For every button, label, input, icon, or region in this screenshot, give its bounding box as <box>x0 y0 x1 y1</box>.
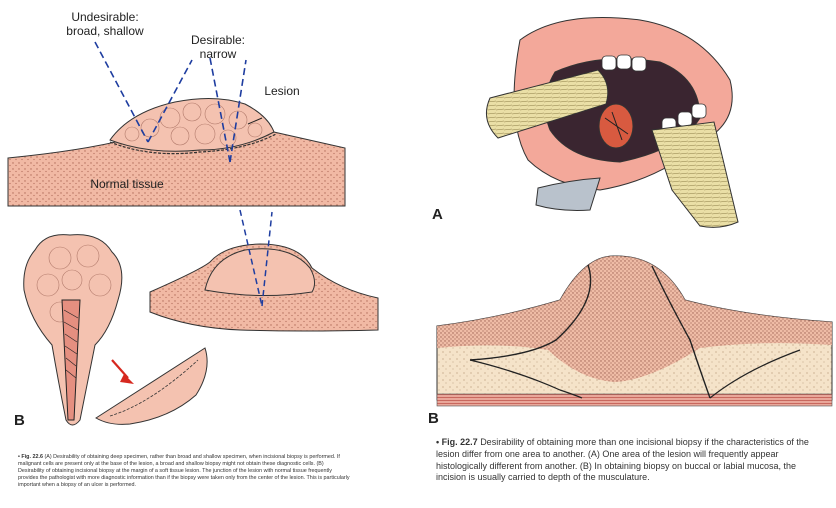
label-desirable: Desirable: narrow <box>190 33 246 61</box>
fig-22-6b-diagram <box>23 209 379 426</box>
fig-22-6-panel-b-letter: B <box>14 412 25 429</box>
fig-22-6-caption-text: (A) Desirability of obtaining deep speci… <box>18 454 350 489</box>
fig-22-7-panel-b-letter: B <box>428 410 439 427</box>
fig-22-6a-diagram <box>7 41 346 207</box>
fig-22-6-caption-number: • Fig. 22.6 <box>18 454 43 460</box>
fig-22-7b-diagram <box>436 255 833 407</box>
fig-22-7-panel-a-letter: A <box>432 206 443 223</box>
fig-22-7-caption-number: • Fig. 22.7 <box>436 437 478 447</box>
label-lesion: Lesion <box>264 84 300 98</box>
label-normal-tissue: Normal tissue <box>90 177 164 191</box>
fig-22-6-caption: • Fig. 22.6 (A) Desirability of obtainin… <box>18 454 350 489</box>
fig-22-7-caption-text: Desirability of obtaining more than one … <box>436 437 809 483</box>
fig-22-7a-diagram <box>485 17 739 228</box>
label-undesirable: Undesirable: broad, shallow <box>66 10 144 38</box>
fig-22-7-caption: • Fig. 22.7 Desirability of obtaining mo… <box>436 437 826 484</box>
